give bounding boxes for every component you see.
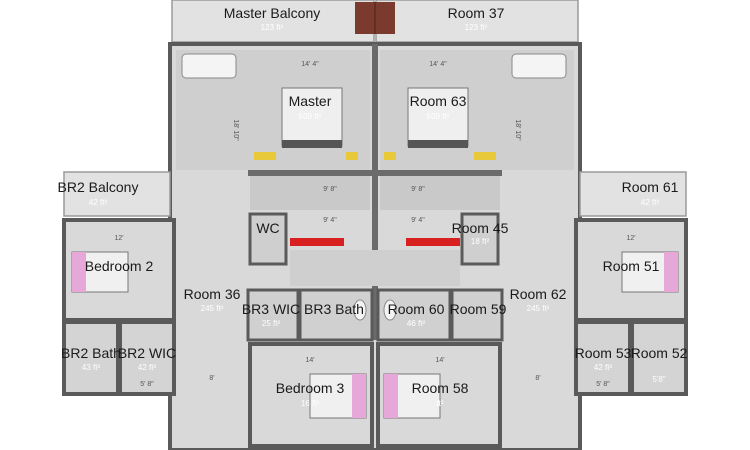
dim-top-right: 14' 4" <box>429 61 447 68</box>
label-br2-wic: BR2 WIC <box>118 345 176 361</box>
area-room-37: 123 ft² <box>465 23 488 32</box>
area-room-63: 509 ft² <box>427 112 450 121</box>
area-br3-wic: 25 ft² <box>262 319 281 328</box>
room-br2-wic <box>118 320 176 396</box>
label-br3-wic: BR3 WIC <box>242 301 300 317</box>
area-room-52: 5'8" <box>652 375 665 384</box>
bed-room-51 <box>621 251 679 293</box>
dim-mid-right: 9' 8" <box>411 186 425 193</box>
room-36 <box>176 260 248 446</box>
dim-br51-width: 12' <box>626 235 635 242</box>
area-room-60: 46 ft² <box>407 319 426 328</box>
label-room-63: Room 63 <box>410 93 467 109</box>
label-room-53: Room 53 <box>575 345 632 361</box>
label-room-51: Room 51 <box>603 258 660 274</box>
label-room-61: Room 61 <box>622 179 679 195</box>
dim-wc-left: 9' 4" <box>323 217 337 224</box>
label-bedroom-3: Bedroom 3 <box>276 380 345 396</box>
dim-bed3-width: 14' <box>305 357 314 364</box>
room-master-balcony <box>171 0 375 43</box>
dim-wic-w2: 5' 8" <box>596 381 610 388</box>
area-br2-balcony: 42 ft² <box>89 198 108 207</box>
area-br2-wic: 42 ft² <box>138 363 157 372</box>
furniture-yellow <box>254 152 496 160</box>
room-br3-wic <box>246 288 300 342</box>
dim-r62-len: 8' <box>535 375 540 382</box>
room-45 <box>460 212 500 266</box>
tub-right <box>511 53 567 79</box>
label-room-45: Room 45 <box>452 220 509 236</box>
dim-wic-w: 5' 8" <box>140 381 154 388</box>
label-br3-bath: BR3 Bath <box>304 301 364 317</box>
room-br2-balcony <box>63 171 171 217</box>
dim-r58-width: 14' <box>435 357 444 364</box>
area-room-45: 18 ft² <box>471 237 490 246</box>
room-52 <box>630 320 688 396</box>
room-53 <box>574 320 632 396</box>
dim-top-left: 14' 4" <box>301 61 319 68</box>
area-master: 509 ft² <box>299 112 322 121</box>
room-wc <box>248 212 288 266</box>
room-59 <box>450 288 504 342</box>
area-br2-bath: 43 ft² <box>82 363 101 372</box>
bed-master <box>281 87 343 148</box>
room-62 <box>502 260 574 446</box>
label-room-60: Room 60 <box>388 301 445 317</box>
area-room-53: 42 ft² <box>594 363 613 372</box>
room-58 <box>376 342 502 448</box>
label-master-balcony: Master Balcony <box>224 5 320 21</box>
area-bedroom-3: 16 ft² <box>301 399 320 408</box>
bed-room-58 <box>383 373 441 419</box>
dim-wc-right: 9' 4" <box>411 217 425 224</box>
bed-room-63 <box>407 87 469 148</box>
label-room-37: Room 37 <box>448 5 505 21</box>
dim-mid-left: 9' 8" <box>323 186 337 193</box>
tub-left <box>181 53 237 79</box>
dim-side-left: 18' 10" <box>232 119 239 141</box>
area-room-36: 245 ft² <box>201 304 224 313</box>
closet-left <box>250 176 370 210</box>
label-bedroom-2: Bedroom 2 <box>85 258 154 274</box>
closet-right <box>380 176 500 210</box>
label-room-59: Room 59 <box>450 301 507 317</box>
label-br2-balcony: BR2 Balcony <box>58 179 139 195</box>
room-61 <box>579 171 687 217</box>
label-room-36: Room 36 <box>184 286 241 302</box>
label-br2-bath: BR2 Bath <box>61 345 121 361</box>
label-master: Master <box>289 93 332 109</box>
dim-br2-width: 12' <box>114 235 123 242</box>
label-room-58: Room 58 <box>412 380 469 396</box>
area-room-58: ft² <box>436 399 443 408</box>
bed-bedroom-2 <box>71 251 129 293</box>
dim-side-right: 18' 10" <box>514 119 521 141</box>
label-room-52: Room 52 <box>631 345 688 361</box>
area-room-62: 245 ft² <box>527 304 550 313</box>
bed-bedroom-3 <box>309 373 367 419</box>
label-room-62: Room 62 <box>510 286 567 302</box>
area-master-balcony: 123 ft² <box>261 23 284 32</box>
label-wc: WC <box>256 220 279 236</box>
area-room-61: 42 ft² <box>641 198 660 207</box>
dim-r36-len: 8' <box>209 375 214 382</box>
